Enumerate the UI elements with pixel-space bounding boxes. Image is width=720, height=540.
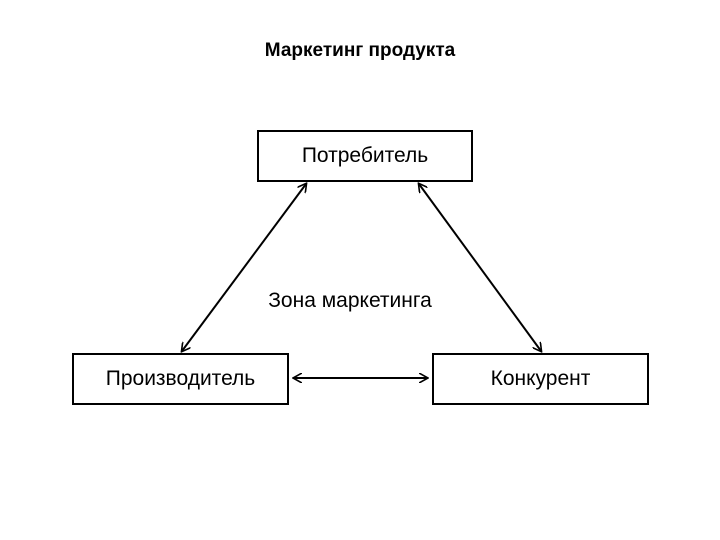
arrow-consumer-producer	[182, 184, 306, 351]
node-producer-label: Производитель	[105, 367, 256, 390]
node-competitor: Конкурент	[432, 353, 649, 405]
zone-label: Зона маркетинга	[268, 289, 432, 312]
arrow-consumer-competitor	[419, 184, 541, 351]
node-producer: Производитель	[72, 353, 289, 405]
node-consumer: Потребитель	[257, 130, 473, 182]
node-competitor-label: Конкурент	[490, 367, 591, 390]
node-consumer-label: Потребитель	[301, 144, 429, 167]
diagram-title: Маркетинг продукта	[264, 40, 456, 61]
